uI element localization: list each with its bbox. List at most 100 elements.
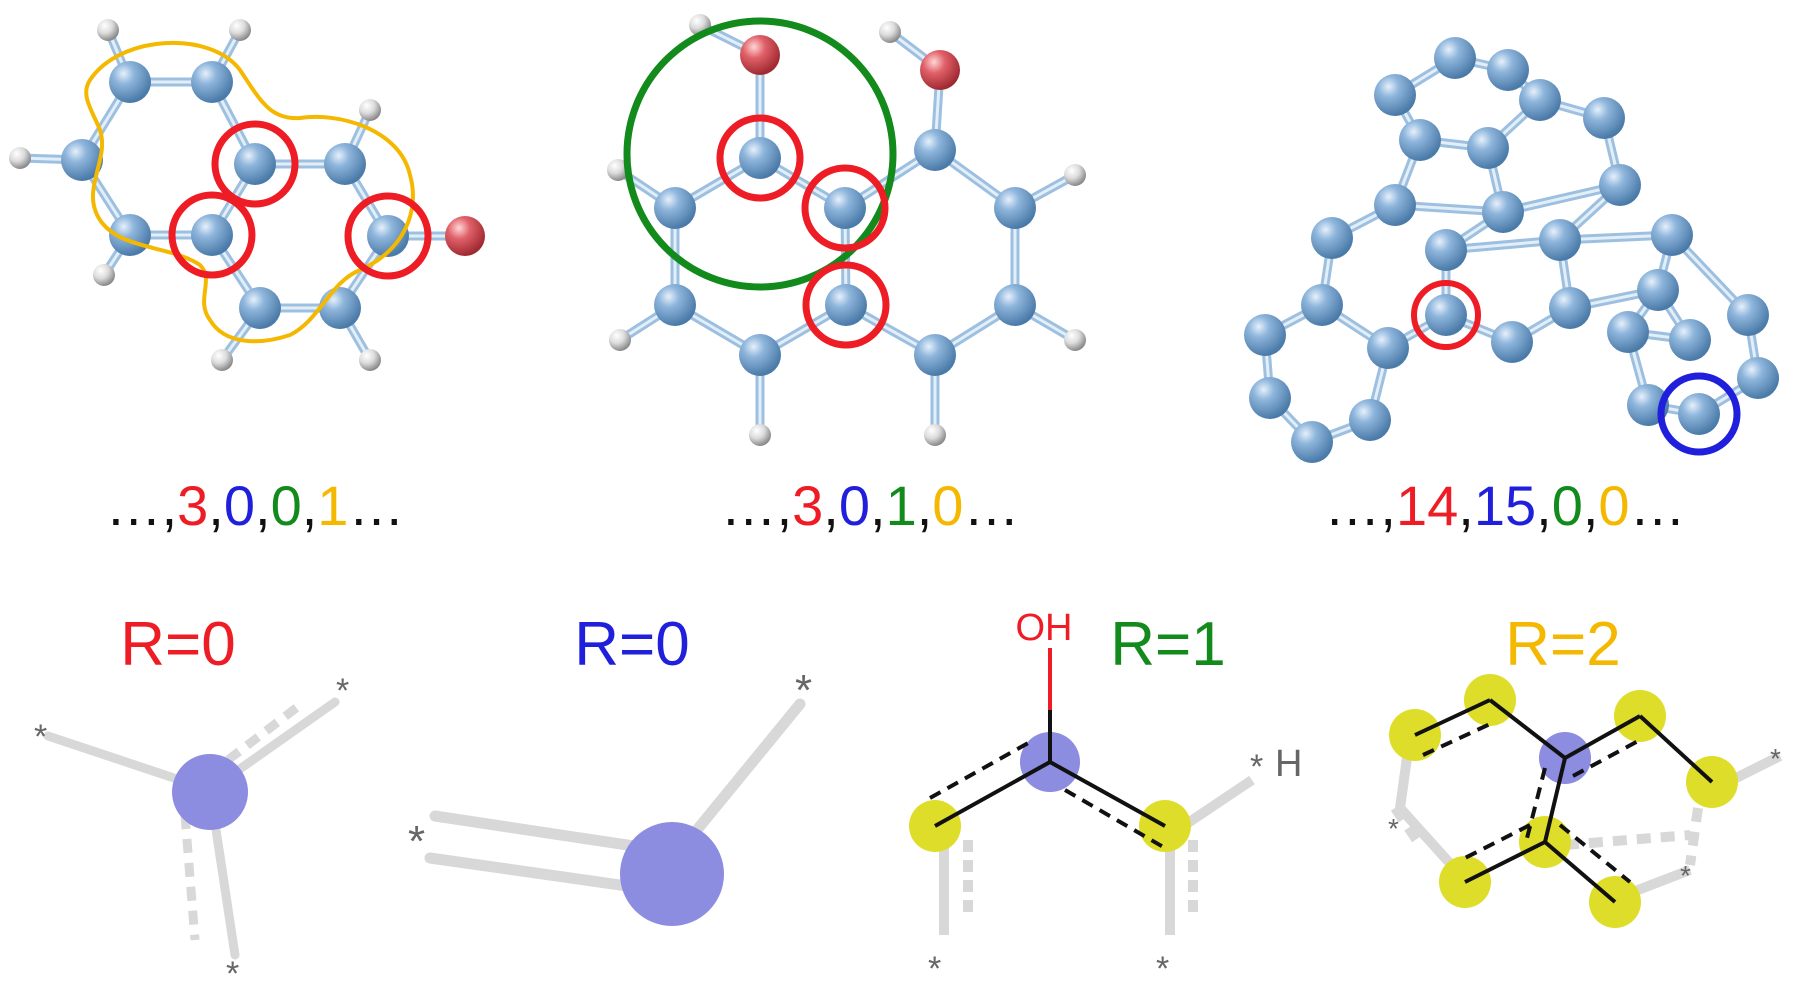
fragment-3-wildcard-2: * [1156,950,1169,988]
mol2-carbon-atom [914,334,956,376]
mol2-carbon-atom [825,284,867,326]
mol1-carbon-atom [239,287,281,329]
fragment-2-wildcard-1: * [408,817,425,866]
mol2-hydrogen-atom [924,424,946,446]
molecule-1-yellow-environment-outline [84,40,415,344]
radius-label-4: R=2 [1505,610,1620,679]
mol3-carbon-atom [1737,357,1779,399]
sequence-3-value-red: 14 [1396,474,1458,537]
mol3-carbon-atom [1374,184,1416,226]
sequence-1-value-red: 3 [177,474,208,537]
mol2-carbon-atom [994,284,1036,326]
fragment-3-wildcard-1: * [928,950,941,988]
fragment-2-wildcard-2: * [795,666,812,715]
mol3-carbon-atom [1467,127,1509,169]
mol3-carbon-atom [1349,399,1391,441]
mol2-carbon-atom [824,187,866,229]
sequence-2: …,3,0,1,0… [721,474,1020,537]
mol3-carbon-atom [1374,74,1416,116]
mol3-carbon-atom [1367,327,1409,369]
fragment-1-wildcard-1: * [34,718,47,756]
mol1-carbon-atom [61,139,103,181]
fragment-3-hydroxyl-label: OH [1016,607,1073,649]
mol3-carbon-atom [1491,321,1533,363]
radius-label-2: R=0 [574,610,689,679]
sequence-2-value-red: 3 [792,474,823,537]
mol1-hydrogen-atom [229,19,251,41]
mol1-hydrogen-atom [9,147,31,169]
mol1-hydrogen-atom [93,264,115,286]
molecule-1-red-ring-3 [344,192,432,280]
mol3-carbon-atom [1607,311,1649,353]
mol3-carbon-atom [1678,393,1720,435]
molecule-2-red-ring-3 [802,261,890,349]
mol3-carbon-atom [1399,119,1441,161]
mol1-carbon-atom [367,215,409,257]
molecule-2-atoms [607,14,1086,446]
fragment-2-center-atom [620,822,724,926]
sequence-1-value-green: 0 [271,474,302,537]
mol3-carbon-atom [1291,421,1333,463]
molecule-1-atoms [9,19,485,371]
mol3-carbon-atom [1434,37,1476,79]
mol3-carbon-atom [1599,164,1641,206]
mol3-carbon-atom [1482,191,1524,233]
mol3-carbon-atom [1549,287,1591,329]
radius-label-3: R=1 [1110,610,1225,679]
fragment-4-wildcard-1: * [1388,813,1399,844]
molecule-1-red-ring-1 [211,120,299,208]
fragment-4-wildcard-2: * [1770,743,1781,774]
mol1-oxygen-atom [445,216,485,256]
radius-label-1: R=0 [120,610,235,679]
molecule-2-red-ring-2 [801,164,889,252]
mol1-carbon-atom [191,214,233,256]
sequence-2-value-yellow: 0 [932,474,963,537]
mol2-hydrogen-atom [607,159,629,181]
mol2-hydrogen-atom [609,329,631,351]
fragment-3-wildcard-3: * [1250,748,1263,786]
mol3-carbon-atom [1425,294,1467,336]
mol2-carbon-atom [739,137,781,179]
mol1-carbon-atom [109,61,151,103]
sequence-3-value-green: 0 [1552,474,1583,537]
fragment-4-wildcard-3: * [1680,860,1691,891]
mol3-carbon-atom [1539,219,1581,261]
mol3-carbon-atom [1583,97,1625,139]
mol2-carbon-atom [654,284,696,326]
mol1-carbon-atom [234,143,276,185]
mol2-carbon-atom [739,334,781,376]
fragment-1-wildcard-3: * [226,955,239,990]
mol2-hydrogen-atom [879,21,901,43]
molecule-2-red-ring-1 [716,114,804,202]
mol2-carbon-atom [994,187,1036,229]
mol3-carbon-atom [1425,229,1467,271]
sequence-3-value-yellow: 0 [1598,474,1629,537]
fragment-1-center-atom [172,754,248,830]
fragment-3: OH * * * H [909,607,1302,988]
fragment-3-hydrogen-label: H [1275,743,1302,785]
mol3-carbon-atom [1669,319,1711,361]
mol3-carbon-atom [1249,377,1291,419]
fragment-4: * * * [1388,674,1783,928]
mol3-carbon-atom [1487,49,1529,91]
mol2-oxygen-atom [740,35,780,75]
sequence-3: …,14,15,0,0… [1324,474,1685,537]
mol1-hydrogen-atom [97,19,119,41]
molecule-2 [607,14,1086,446]
mol3-carbon-atom [1727,294,1769,336]
mol2-oxygen-atom [920,50,960,90]
mol1-hydrogen-atom [211,349,233,371]
sequence-3-value-blue: 15 [1474,474,1536,537]
mol1-carbon-atom [319,287,361,329]
molecule-3 [1244,37,1779,463]
fragment-2: * * [408,666,812,926]
molecule-1 [9,19,485,371]
molecule-1-red-ring-2 [168,191,256,279]
mol3-carbon-atom [1651,214,1693,256]
sequence-1-value-yellow: 1 [317,474,348,537]
fragment-1: * * * [34,672,349,990]
mol3-carbon-atom [1244,314,1286,356]
fragment-1-wildcard-2: * [336,672,349,710]
